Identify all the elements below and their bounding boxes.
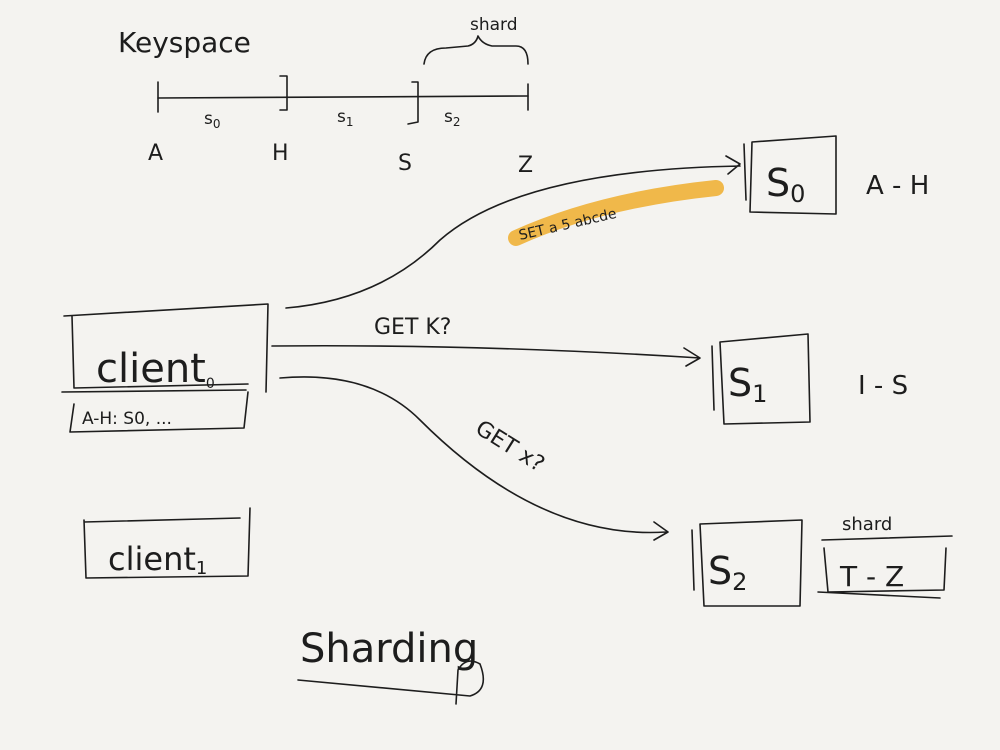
server-s0-label: S0	[766, 161, 805, 208]
client0-table-box	[61, 389, 249, 433]
client0-box	[63, 303, 269, 393]
server-s0-box	[743, 135, 837, 215]
client1-box	[83, 507, 251, 579]
tick-s: S	[398, 151, 412, 176]
client0-label: client0	[96, 346, 215, 392]
diagram-title: Sharding	[300, 626, 478, 672]
server-s0-range: A - H	[866, 171, 929, 201]
client1-label: client1	[108, 540, 207, 579]
server-s1-label: S1	[728, 361, 767, 408]
server-s2-range: T - Z	[839, 560, 904, 593]
segment-s2: s2	[444, 107, 461, 129]
keyspace-line	[157, 75, 529, 125]
server-s1-box	[711, 333, 811, 425]
server-s2-range-box	[817, 535, 953, 599]
set-highlight	[508, 180, 724, 246]
segment-s0: s0	[204, 109, 221, 131]
client0-table: A-H: S0, ...	[82, 409, 172, 429]
server-s1-range: I - S	[858, 371, 908, 401]
shard-brace	[423, 35, 529, 65]
server-s2-box	[691, 519, 803, 607]
server-s2-range-label: shard	[842, 514, 892, 535]
title-underline	[297, 660, 485, 705]
tick-h: H	[272, 141, 289, 166]
arrow-to-s2	[279, 376, 669, 541]
segment-s1: s1	[337, 107, 354, 129]
get-k-request-label: GET K?	[374, 315, 451, 340]
tick-a: A	[148, 141, 163, 166]
tick-z: Z	[518, 153, 533, 178]
get-x-request-label: GET x?	[471, 416, 549, 478]
server-s2-label: S2	[708, 549, 747, 596]
arrow-to-s1	[271, 344, 701, 367]
brace-label: shard	[470, 15, 518, 35]
arrow-to-s0	[285, 155, 741, 309]
keyspace-title: Keyspace	[118, 26, 251, 59]
